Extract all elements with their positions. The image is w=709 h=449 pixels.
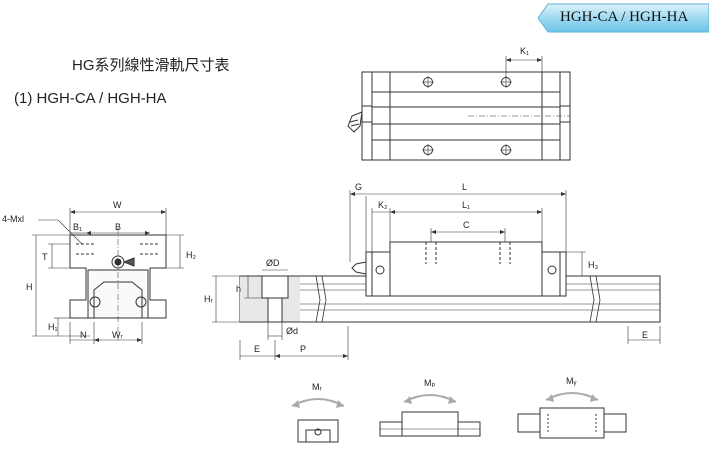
label-phi-d-lower: Ød [286, 326, 298, 336]
label-k2: K₂ [378, 200, 388, 210]
moment-my-diagram [517, 392, 627, 439]
label-b: B [115, 222, 121, 232]
label-g: G [355, 182, 362, 192]
series-tab-shape [538, 3, 709, 33]
top-view [347, 56, 571, 161]
label-mp: Mₚ [424, 378, 435, 388]
label-h: H [26, 282, 33, 292]
moment-mr-diagram [291, 398, 345, 443]
label-my: Mᵧ [566, 376, 576, 386]
label-phi-d-upper: ØD [266, 258, 280, 268]
page-title: HG系列線性滑軌尺寸表 [72, 57, 230, 74]
label-e-left: E [254, 344, 260, 354]
label-c: C [463, 220, 470, 230]
label-h3: H₃ [588, 260, 598, 270]
label-l: L [462, 182, 467, 192]
label-h2: H₂ [186, 250, 196, 260]
label-k1: K₁ [520, 46, 529, 56]
end-view [32, 208, 184, 344]
label-wr: Wᵣ [112, 330, 123, 340]
label-mxl: 4-Mxl [2, 214, 24, 224]
moment-mp-diagram [379, 394, 481, 437]
label-mr: Mᵣ [312, 382, 322, 392]
series-tab-label[interactable]: HGH-CA / HGH-HA [560, 9, 689, 25]
label-l1: L₁ [462, 200, 470, 210]
label-h-small: h [236, 284, 241, 294]
label-t: T [42, 252, 48, 262]
side-view [212, 190, 661, 360]
label-b1: B₁ [73, 222, 82, 232]
page-subtitle: (1) HGH-CA / HGH-HA [14, 90, 167, 107]
label-p: P [300, 344, 306, 354]
label-hr: Hᵣ [204, 294, 213, 304]
label-e-right: E [642, 330, 648, 340]
label-w: W [113, 200, 122, 210]
label-h1: H₁ [48, 322, 58, 332]
label-n: N [80, 330, 87, 340]
